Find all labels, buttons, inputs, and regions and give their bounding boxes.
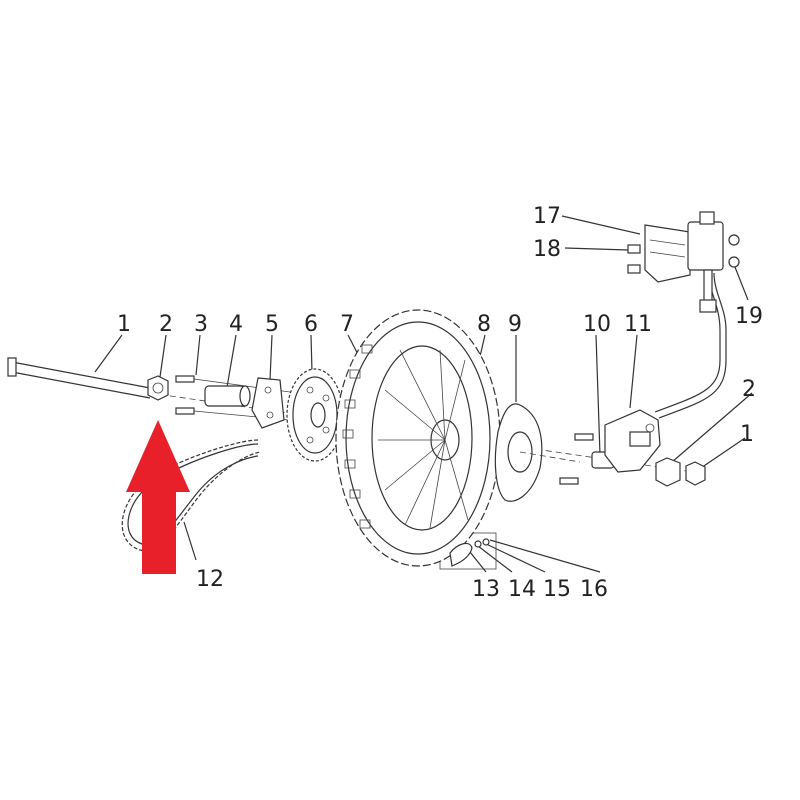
label-11: 11 bbox=[624, 312, 652, 337]
label-9: 9 bbox=[508, 312, 522, 337]
label-3: 3 bbox=[194, 312, 208, 337]
label-7: 7 bbox=[340, 312, 354, 337]
sprocket-plate bbox=[251, 377, 285, 429]
label-16: 16 bbox=[580, 577, 608, 602]
master-cylinder-assembly bbox=[627, 211, 740, 313]
label-12: 12 bbox=[196, 567, 224, 592]
brake-disc bbox=[494, 403, 581, 502]
small-brake-parts bbox=[449, 538, 490, 567]
wheel-spacer bbox=[204, 385, 251, 407]
label-10: 10 bbox=[583, 312, 611, 337]
axle-nut-left bbox=[147, 375, 169, 401]
label-2-left: 2 bbox=[159, 312, 173, 337]
label-1-right: 1 bbox=[740, 422, 754, 447]
brake-caliper bbox=[604, 409, 661, 473]
drive-chain bbox=[121, 439, 261, 552]
label-5: 5 bbox=[265, 312, 279, 337]
callout-labels: 1 2 3 4 5 6 7 8 9 10 11 17 18 19 2 1 12 … bbox=[117, 204, 763, 602]
label-8: 8 bbox=[477, 312, 491, 337]
rear-wheel bbox=[335, 309, 501, 567]
label-1-left: 1 bbox=[117, 312, 131, 337]
label-2-right: 2 bbox=[742, 377, 756, 402]
label-15: 15 bbox=[543, 577, 571, 602]
up-arrow-icon bbox=[126, 420, 190, 574]
label-18: 18 bbox=[533, 237, 561, 262]
label-6: 6 bbox=[304, 312, 318, 337]
rear-sprocket bbox=[286, 368, 344, 462]
label-14: 14 bbox=[508, 577, 536, 602]
axle-nut-right bbox=[655, 457, 706, 487]
label-13: 13 bbox=[472, 577, 500, 602]
label-19: 19 bbox=[735, 304, 763, 329]
label-4: 4 bbox=[229, 312, 243, 337]
brake-hose bbox=[654, 269, 727, 419]
label-17: 17 bbox=[533, 204, 561, 229]
